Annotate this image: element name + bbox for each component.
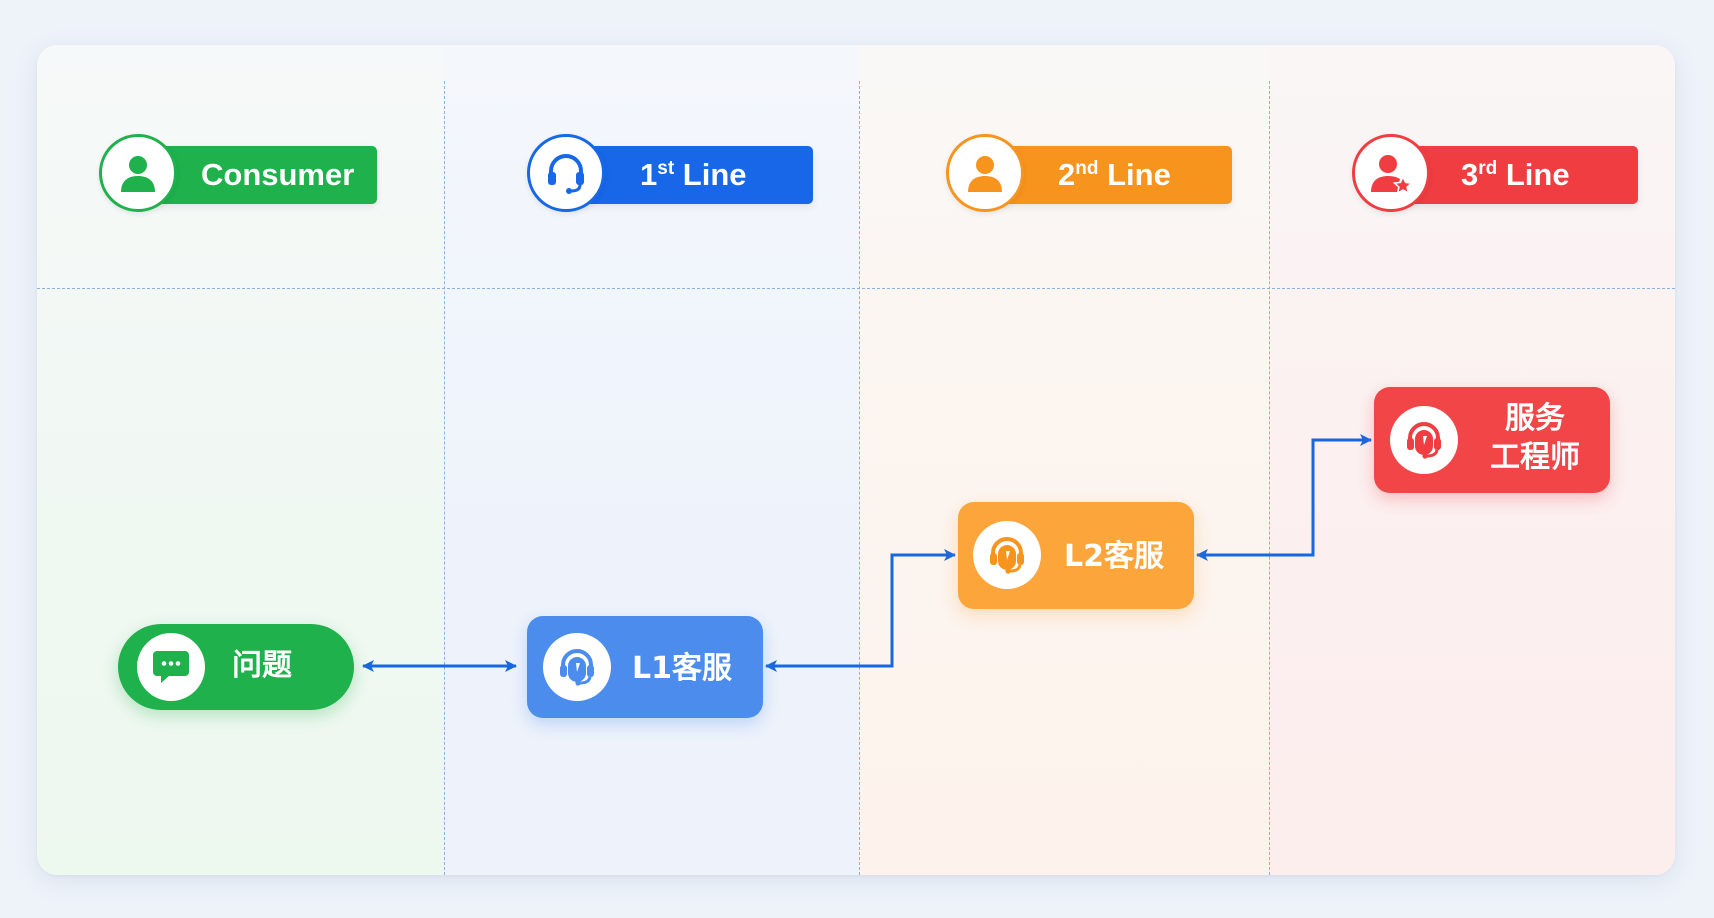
headset-agent-icon [1390, 406, 1458, 474]
lane-header-bar: 3rd Line [1396, 146, 1638, 204]
lane-header-label: 2nd Line [1058, 157, 1171, 192]
user-icon [99, 134, 177, 212]
node-label: 服务 工程师 [1479, 399, 1591, 477]
lane-header-bar: Consumer [143, 146, 377, 204]
headset-agent-icon [543, 633, 611, 701]
lane-header-line3: 3rd Line [1352, 134, 1652, 216]
node-label-line: 服务 [1505, 401, 1565, 436]
lane-header-label: 3rd Line [1461, 157, 1570, 192]
lane-header-line1: 1st Line [527, 134, 827, 216]
node-l3: 服务 工程师 [1374, 387, 1610, 493]
user-icon [946, 134, 1024, 212]
lane-header-line2: 2nd Line [946, 134, 1246, 216]
lane-header-label: 1st Line [640, 157, 747, 192]
lane-header-consumer: Consumer [99, 134, 399, 216]
connector-arrows [362, 434, 1372, 672]
headset-agent-icon [973, 521, 1041, 589]
node-l2: L2客服 [958, 502, 1194, 609]
node-problem: 问题 [118, 624, 354, 710]
lane-divider [859, 81, 860, 875]
node-label: L2客服 [1064, 539, 1164, 574]
user-star-icon [1352, 134, 1430, 212]
node-l1: L1客服 [527, 616, 763, 718]
node-label: 问题 [232, 648, 292, 683]
chat-bubble-icon [137, 633, 205, 701]
connector-l1-l2 [765, 549, 956, 672]
lane-divider [444, 81, 445, 875]
node-label-line: 工程师 [1490, 440, 1580, 475]
lane-header-bar: 2nd Line [990, 146, 1232, 204]
swimlane-diagram: Consumer 1st Line 2nd Line 3rd Line [37, 45, 1675, 875]
lane-header-label: Consumer [201, 157, 355, 192]
connector-l2-l3 [1196, 434, 1372, 561]
lane-header-bar: 1st Line [571, 146, 813, 204]
headset-icon [527, 134, 605, 212]
header-divider [37, 288, 1675, 289]
node-label: L1客服 [632, 651, 732, 686]
